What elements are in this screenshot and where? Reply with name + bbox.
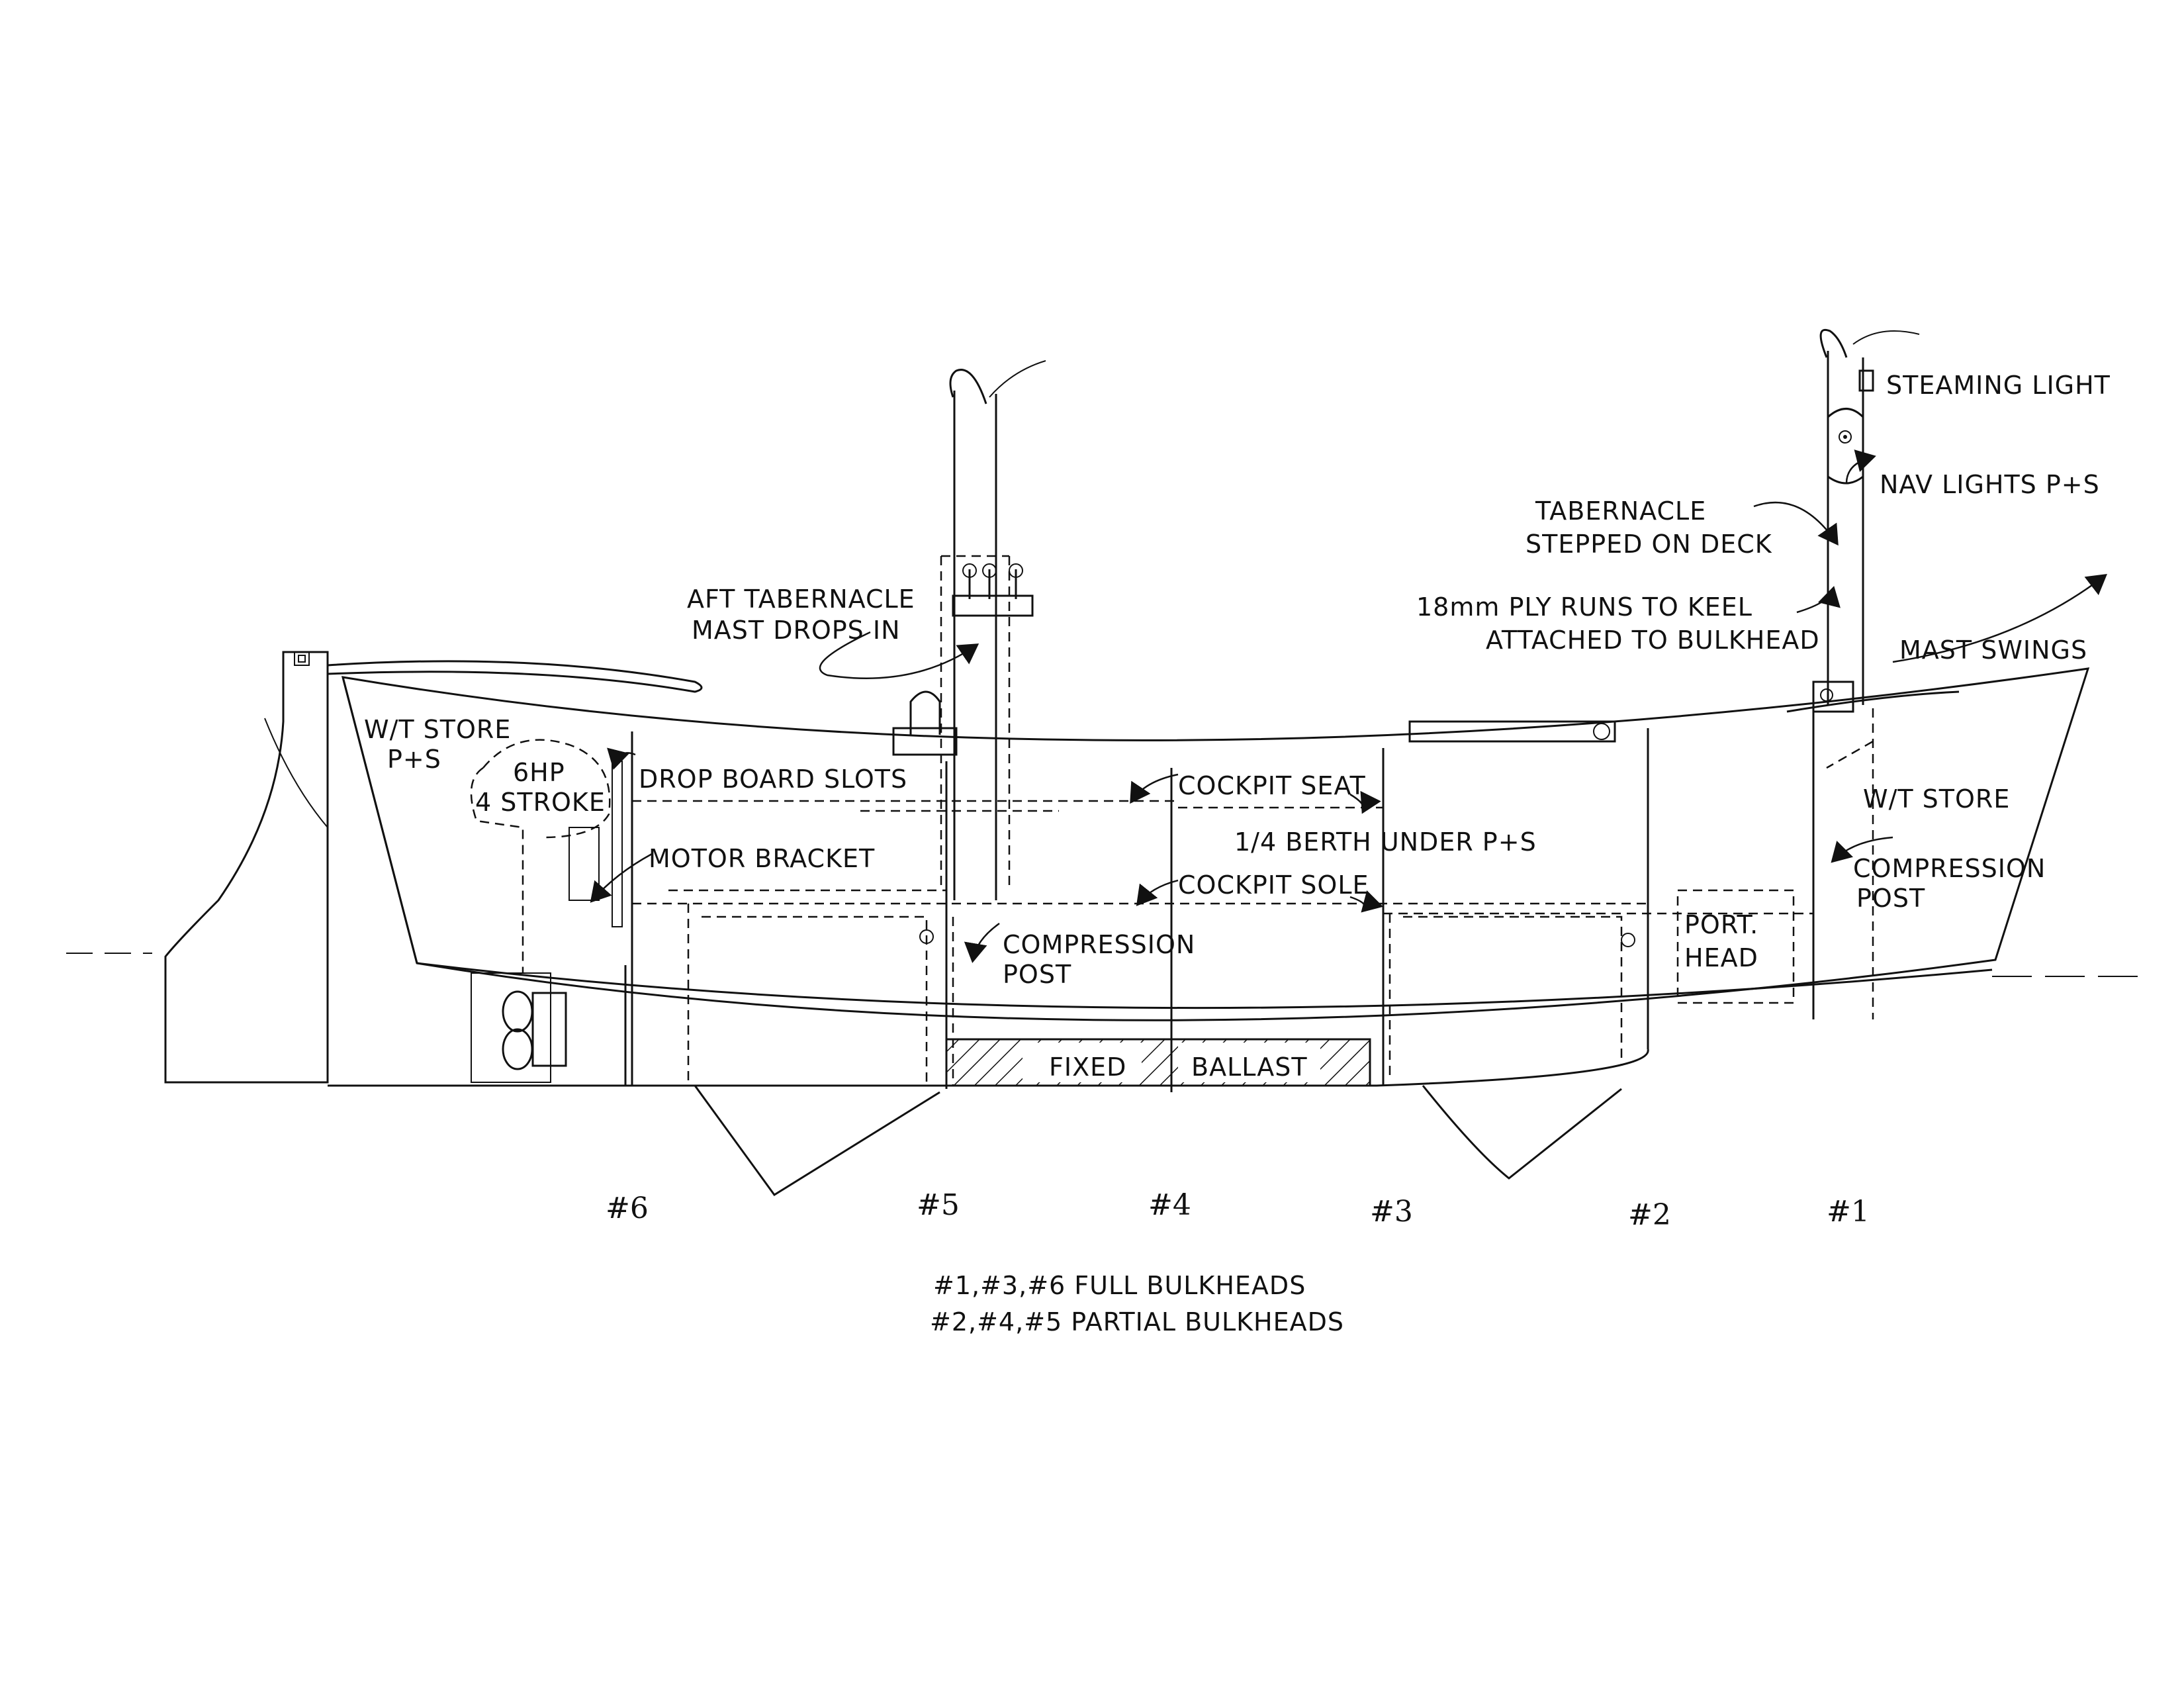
- label-tabernacle-stepped: STEPPED ON DECK: [1525, 530, 1772, 559]
- outboard-motor: [470, 739, 623, 1083]
- bulkhead-number: #6: [606, 1192, 649, 1225]
- label-compression-post-fwd-2: POST: [1856, 884, 1925, 913]
- note-partial-bulkheads: #2,#4,#5 PARTIAL BULKHEADS: [930, 1307, 1344, 1336]
- label-cockpit-sole: COCKPIT SOLE: [1178, 870, 1369, 900]
- label-quarter-berth: 1/4 BERTH UNDER P+S: [1234, 827, 1537, 857]
- bulkhead-lines: [631, 708, 1815, 1092]
- label-fixed: FIXED: [1049, 1053, 1126, 1082]
- label-port-head: PORT.: [1684, 910, 1758, 939]
- label-cockpit-seat: COCKPIT SEAT: [1178, 771, 1366, 800]
- rudder: [164, 651, 329, 1084]
- bulkhead-numbers: #6 #5 #4 #3 #2 #1: [606, 1188, 1870, 1232]
- label-wt-store-aft: W/T STORE: [364, 715, 511, 744]
- label-engine-stroke: 4 STROKE: [475, 788, 606, 817]
- bulkhead-number: #3: [1370, 1195, 1413, 1229]
- label-drop-board-slots: DROP BOARD SLOTS: [639, 765, 907, 794]
- leader-arrows: [590, 449, 2107, 963]
- label-port-head-2: HEAD: [1684, 943, 1758, 972]
- note-full-bulkheads: #1,#3,#6 FULL BULKHEADS: [933, 1271, 1306, 1300]
- tiller: [327, 660, 703, 693]
- bulkhead-number: #2: [1628, 1198, 1671, 1232]
- bulkhead-number: #5: [917, 1188, 960, 1222]
- label-aft-tabernacle: AFT TABERNACLE: [687, 585, 915, 614]
- label-compression-post-fwd: COMPRESSION: [1853, 854, 2046, 883]
- bulkhead-notes: #1,#3,#6 FULL BULKHEADS #2,#4,#5 PARTIAL…: [930, 1271, 1344, 1336]
- label-compression-post-aft-2: POST: [1003, 960, 1071, 989]
- bulkhead-number: #1: [1827, 1195, 1870, 1229]
- label-tabernacle: TABERNACLE: [1535, 496, 1706, 526]
- label-attached-bulkhead: ATTACHED TO BULKHEAD: [1486, 626, 1820, 655]
- hull: [328, 667, 2090, 1087]
- annotations: STEAMING LIGHT NAV LIGHTS P+S TABERNACLE…: [364, 371, 2111, 1082]
- bulkhead-number: #4: [1148, 1188, 1191, 1222]
- label-engine-hp: 6HP: [513, 758, 565, 787]
- label-ply: 18mm PLY RUNS TO KEEL: [1416, 592, 1752, 622]
- label-motor-bracket: MOTOR BRACKET: [649, 844, 875, 873]
- label-ballast: BALLAST: [1191, 1053, 1308, 1082]
- label-mast-swings: MAST SWINGS: [1899, 635, 2087, 665]
- label-steaming-light: STEAMING LIGHT: [1886, 371, 2111, 400]
- label-mast-drops-in: MAST DROPS IN: [692, 616, 901, 645]
- keels: [694, 1085, 1622, 1197]
- fixed-ballast: [945, 1038, 1371, 1087]
- aft-mast: [892, 360, 1046, 900]
- forward-hatch: [1408, 720, 1616, 743]
- waterline: [66, 953, 2138, 977]
- label-wt-store-aft-ps: P+S: [387, 745, 441, 774]
- label-wt-store-fwd: W/T STORE: [1863, 784, 2010, 814]
- label-nav-lights: NAV LIGHTS P+S: [1880, 470, 2100, 499]
- label-compression-post-aft: COMPRESSION: [1003, 930, 1195, 959]
